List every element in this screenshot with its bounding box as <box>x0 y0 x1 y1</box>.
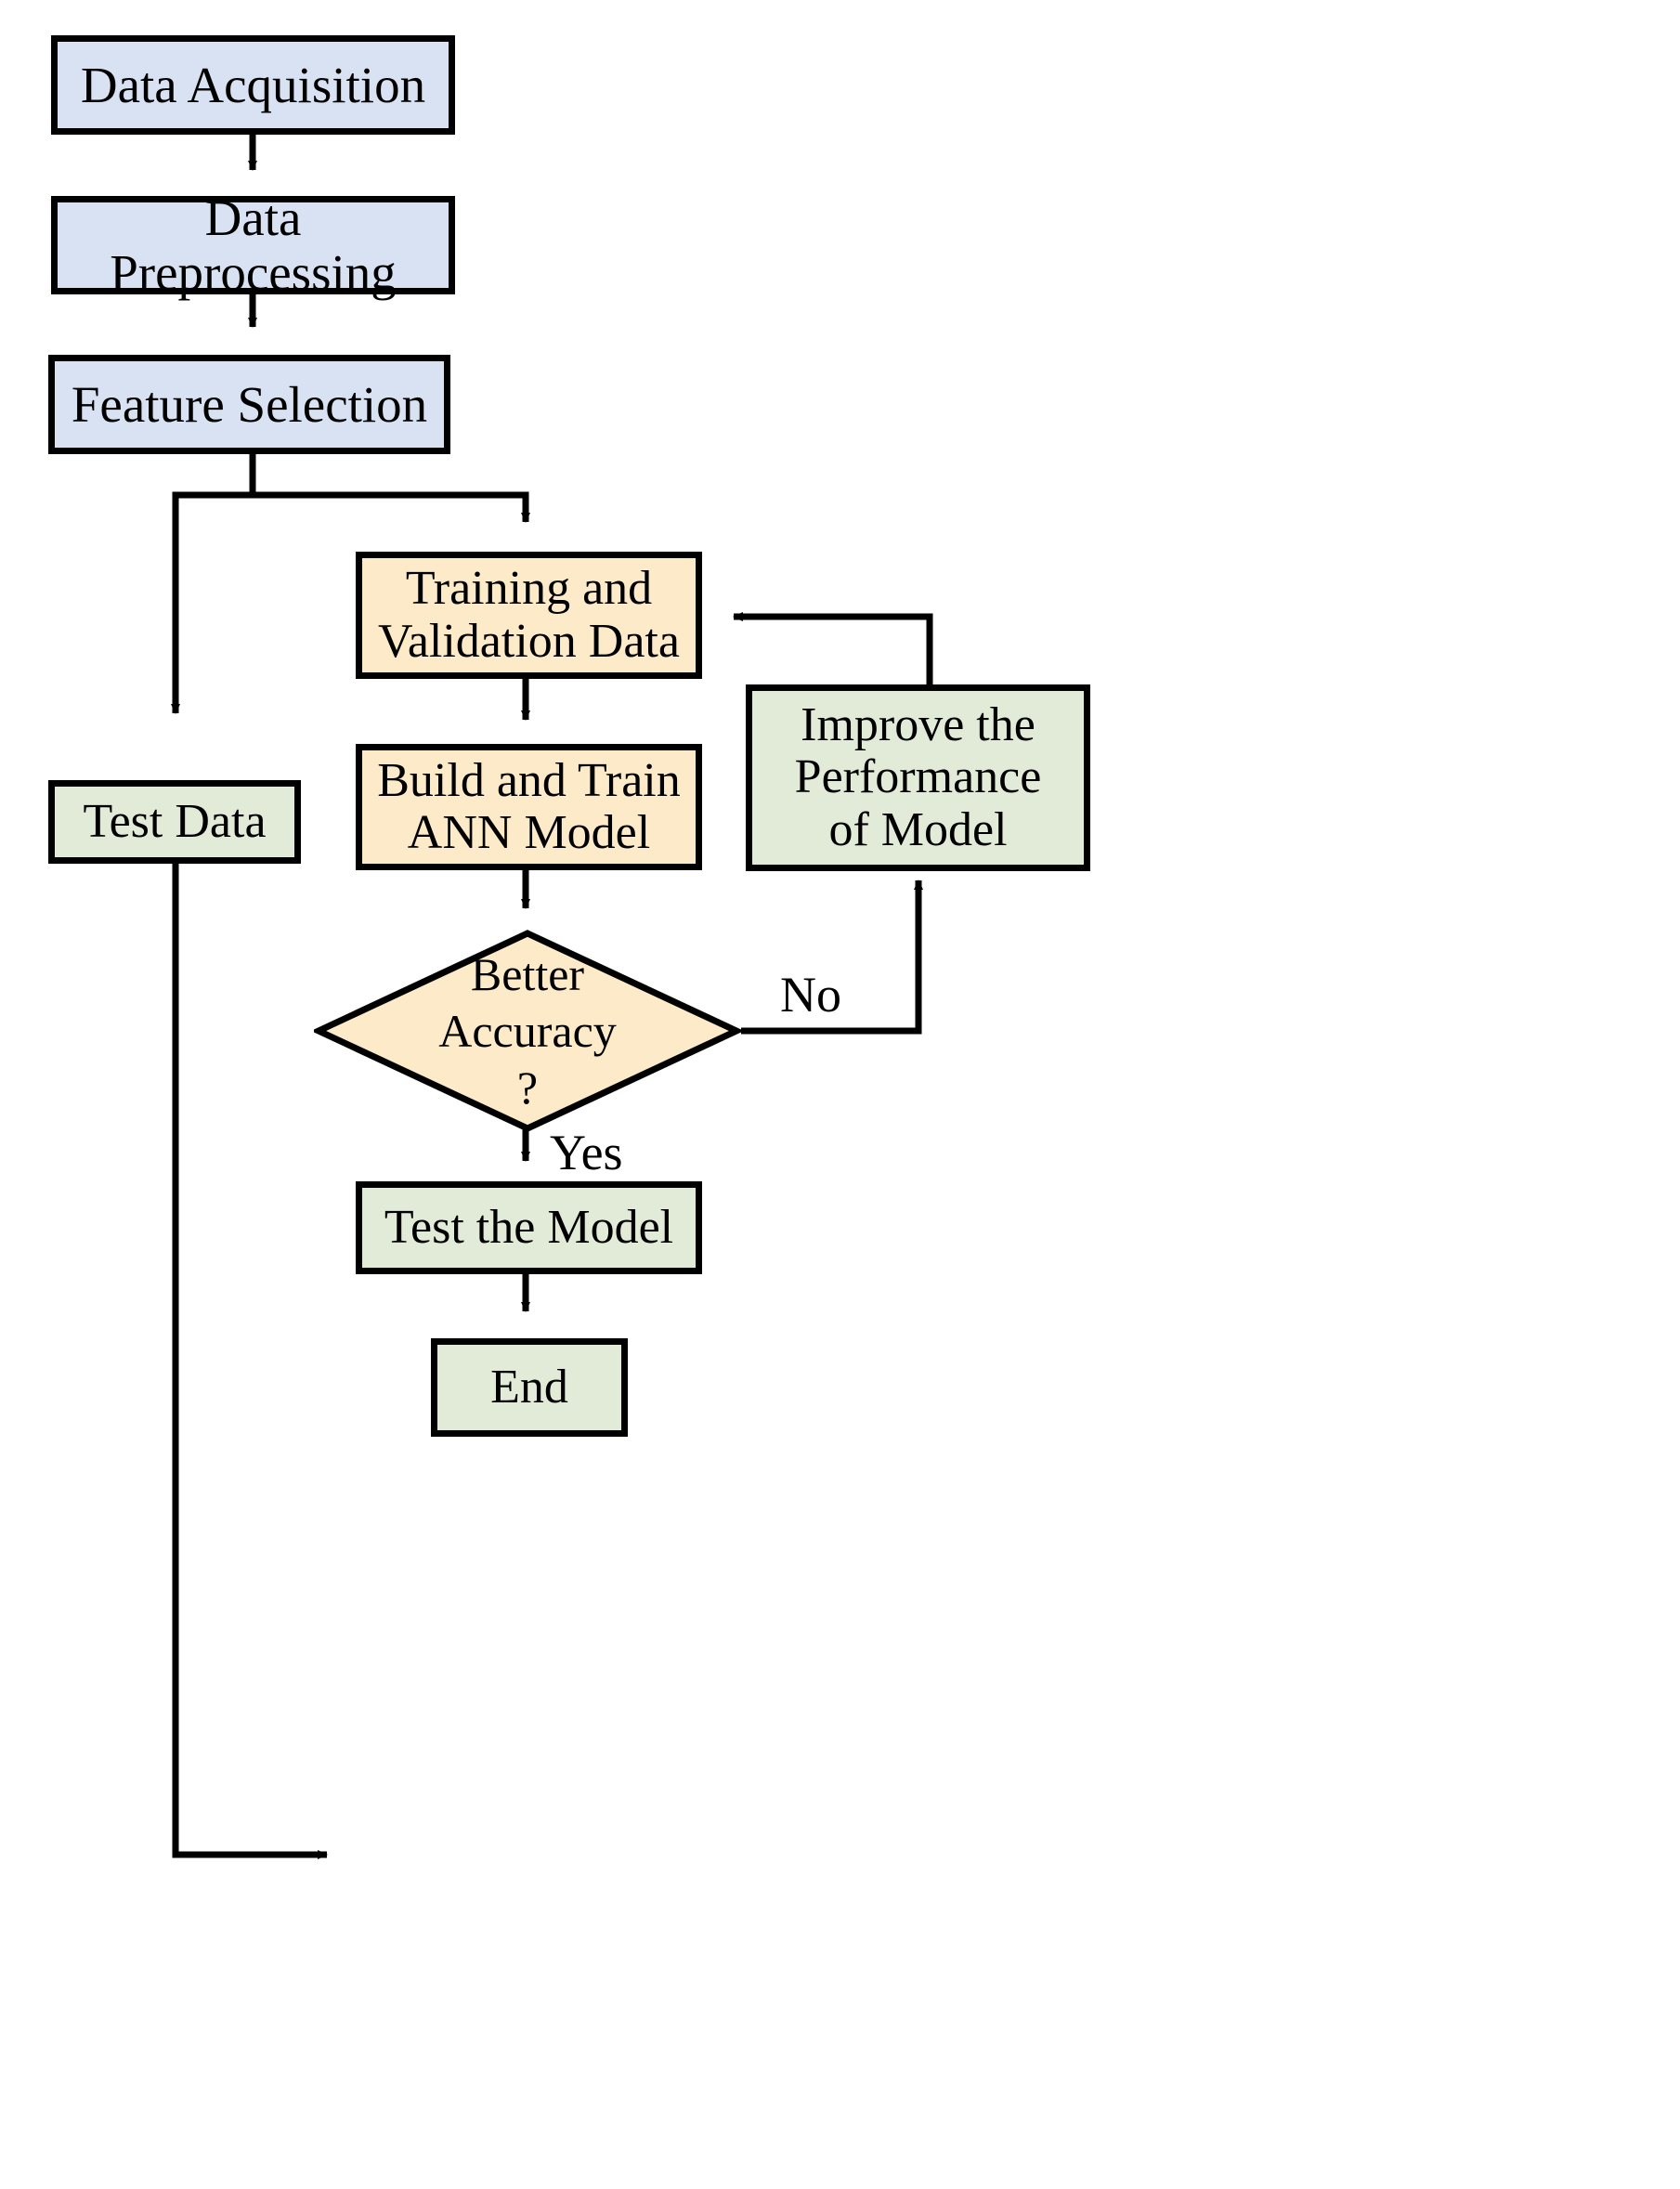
edge-feature-bus <box>171 454 256 714</box>
node-end-label: End <box>490 1360 568 1414</box>
node-data-acquisition[interactable]: Data Acquisition <box>51 35 455 135</box>
node-build-train-ann[interactable]: Build and Train ANN Model <box>356 744 702 870</box>
node-test-the-model[interactable]: Test the Model <box>356 1181 702 1274</box>
node-test-data[interactable]: Test Data <box>48 780 301 864</box>
node-training-validation-data-label: Training and Validation Data <box>378 562 680 668</box>
node-test-the-model-label: Test the Model <box>384 1200 674 1254</box>
node-feature-selection[interactable]: Feature Selection <box>48 355 450 454</box>
node-training-validation-data[interactable]: Training and Validation Data <box>356 552 702 679</box>
edge-testdata-to-test-model <box>172 864 328 1859</box>
node-improve-performance-label: Improve the Performance of Model <box>794 698 1042 856</box>
edge-improve-to-training <box>733 612 933 684</box>
node-end[interactable]: End <box>431 1338 628 1437</box>
edge-decision-no-to-improve <box>741 880 923 1035</box>
diamond-shape <box>314 930 741 1132</box>
edge-label-no: No <box>780 967 841 1023</box>
node-data-acquisition-label: Data Acquisition <box>80 56 426 113</box>
node-feature-selection-label: Feature Selection <box>71 375 428 433</box>
node-better-accuracy[interactable]: Better Accuracy ? <box>314 929 741 1133</box>
node-improve-performance[interactable]: Improve the Performance of Model <box>746 684 1090 871</box>
edge-feature-to-training <box>253 491 530 523</box>
node-data-preprocessing-label: Data Preprocessing <box>110 189 397 301</box>
node-data-preprocessing[interactable]: Data Preprocessing <box>51 189 455 300</box>
node-test-data-label: Test Data <box>83 794 267 848</box>
node-build-train-ann-label: Build and Train ANN Model <box>377 753 681 859</box>
edge-label-yes: Yes <box>550 1125 623 1180</box>
node-better-accuracy-label: Better Accuracy ? <box>438 947 617 1114</box>
